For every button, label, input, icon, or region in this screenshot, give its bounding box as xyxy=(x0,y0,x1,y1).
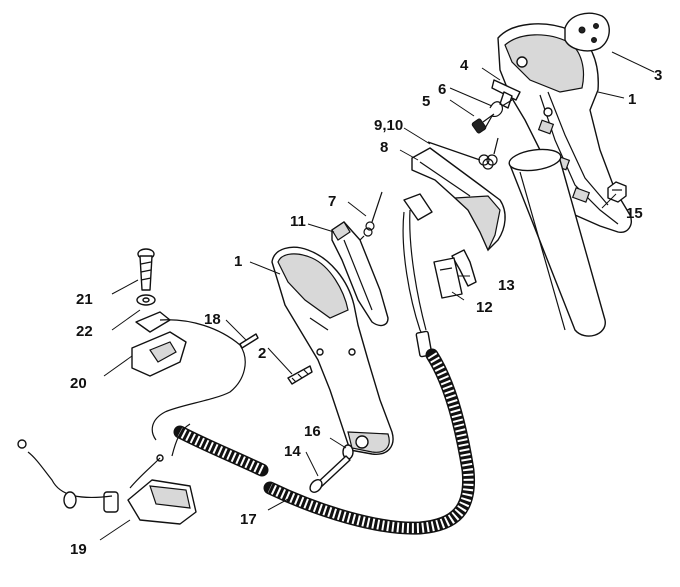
leader-lines xyxy=(99,51,655,541)
callout-1-right: 1 xyxy=(628,91,636,108)
washer-part-22 xyxy=(136,294,156,306)
screw-part-5 xyxy=(471,113,495,134)
callout-12: 12 xyxy=(476,299,493,316)
callout-labels: 3 1 4 6 5 9,10 8 7 11 1 13 12 15 2 18 16… xyxy=(70,57,662,558)
callout-19: 19 xyxy=(70,541,87,558)
callout-2: 2 xyxy=(258,345,266,362)
plate-part-13 xyxy=(451,249,477,287)
plate-part-12 xyxy=(433,257,463,299)
throttle-trigger-part xyxy=(411,147,506,252)
throttle-cable-upper xyxy=(402,193,441,373)
left-handle-housing xyxy=(271,246,394,455)
callout-22: 22 xyxy=(76,323,93,340)
callout-9-10: 9,10 xyxy=(374,117,403,134)
bolt-part-14 xyxy=(309,455,351,493)
callout-3: 3 xyxy=(654,67,662,84)
callout-17: 17 xyxy=(240,511,257,528)
spring-part-7 xyxy=(355,191,383,245)
callout-15: 15 xyxy=(626,205,643,222)
torsion-spring-part-9-10 xyxy=(427,137,499,170)
corrugated-conduit xyxy=(173,348,476,535)
grip-cap-part xyxy=(564,12,610,52)
lockout-lever-part xyxy=(331,221,389,327)
handlebar-tube xyxy=(508,148,606,337)
callout-4: 4 xyxy=(460,57,469,74)
callout-13: 13 xyxy=(498,277,515,294)
screw-part-2 xyxy=(287,365,313,385)
callout-5: 5 xyxy=(422,93,430,110)
callout-14: 14 xyxy=(284,443,301,460)
callout-18: 18 xyxy=(204,311,221,328)
callout-16: 16 xyxy=(304,423,321,440)
callout-6: 6 xyxy=(438,81,446,98)
callout-21: 21 xyxy=(76,291,93,308)
callout-20: 20 xyxy=(70,375,87,392)
callout-7: 7 xyxy=(328,193,336,210)
callout-11: 11 xyxy=(290,213,306,230)
callout-8: 8 xyxy=(380,139,388,156)
screw-part-21 xyxy=(137,248,155,291)
retainer-part xyxy=(491,79,521,109)
switch-assembly-part-20 xyxy=(131,311,246,441)
switch-assembly-part-19 xyxy=(17,423,197,525)
callout-1-left: 1 xyxy=(234,253,242,270)
